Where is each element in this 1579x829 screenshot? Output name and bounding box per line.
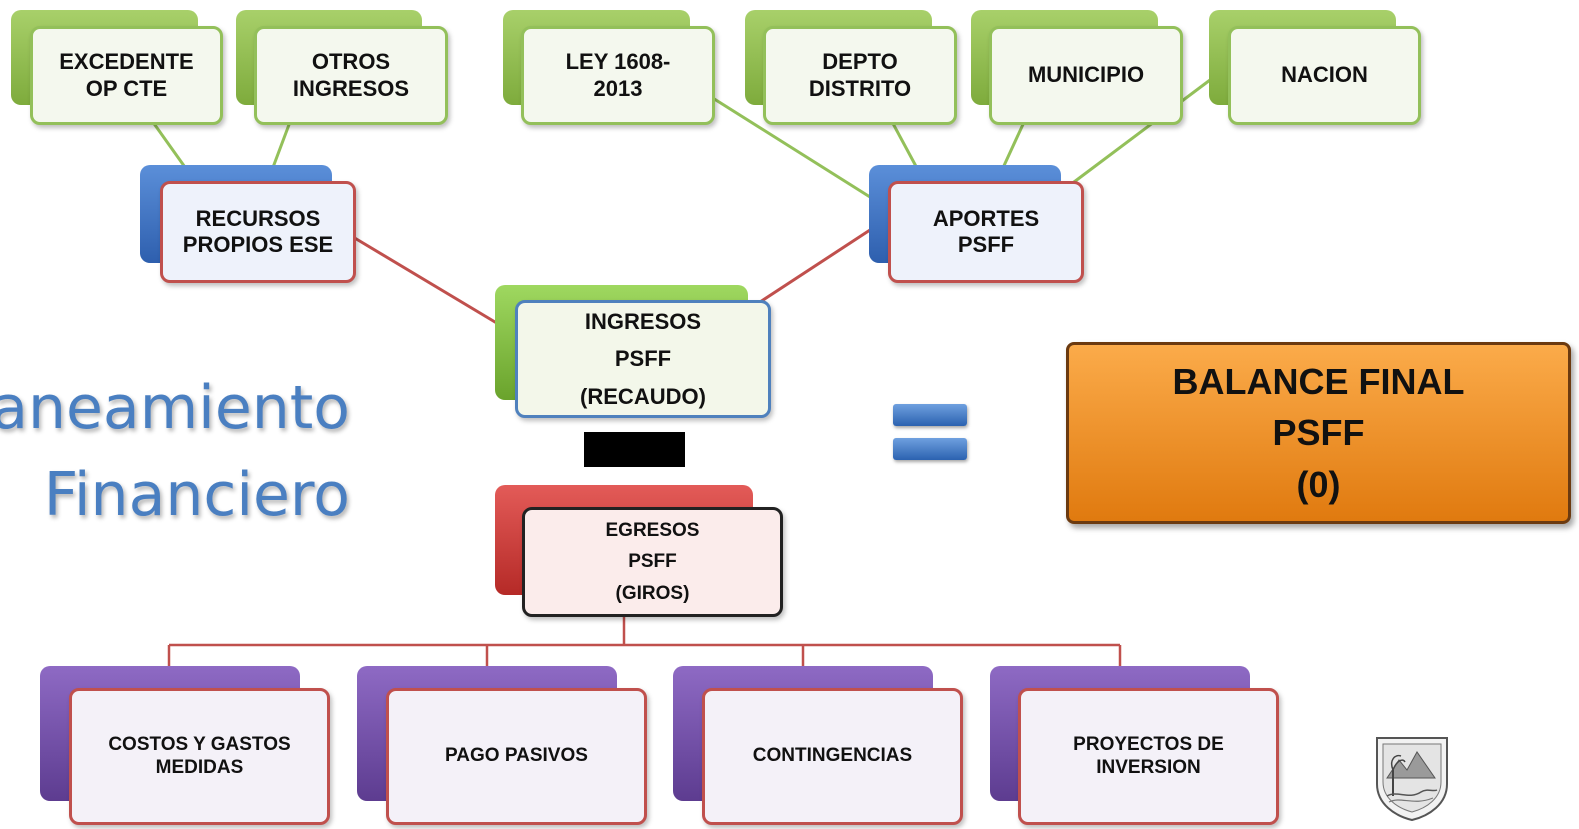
node-label: DEPTO DISTRITO — [808, 49, 912, 101]
node-label: EXCEDENTE OP CTE — [59, 49, 194, 101]
minus-sign — [584, 432, 685, 467]
node-label: EGRESOS PSFF (GIROS) — [605, 519, 700, 604]
node-label: MUNICIPIO — [1027, 62, 1145, 88]
municipal-coat-of-arms-icon — [1376, 737, 1448, 822]
node-label: INGRESOS PSFF (RECAUDO) — [580, 308, 706, 409]
balance-final-box: BALANCE FINAL PSFF (0) — [1066, 342, 1571, 524]
node-label: PAGO PASIVOS — [445, 745, 588, 767]
node-label: NACION — [1281, 62, 1368, 88]
node-label: LEY 1608- 2013 — [565, 49, 671, 101]
node-label: CONTINGENCIAS — [752, 745, 913, 767]
node-label: PROYECTOS DE INVERSION — [1073, 733, 1224, 778]
diagram-title: aneamiento Financiero — [0, 373, 350, 530]
node-label: APORTES PSFF — [932, 205, 1040, 257]
node-label: COSTOS Y GASTOS MEDIDAS — [108, 733, 291, 778]
node-label: RECURSOS PROPIOS ESE — [182, 205, 334, 257]
balance-label: BALANCE FINAL PSFF (0) — [1172, 361, 1465, 505]
node-label: OTROS INGRESOS — [292, 49, 410, 101]
